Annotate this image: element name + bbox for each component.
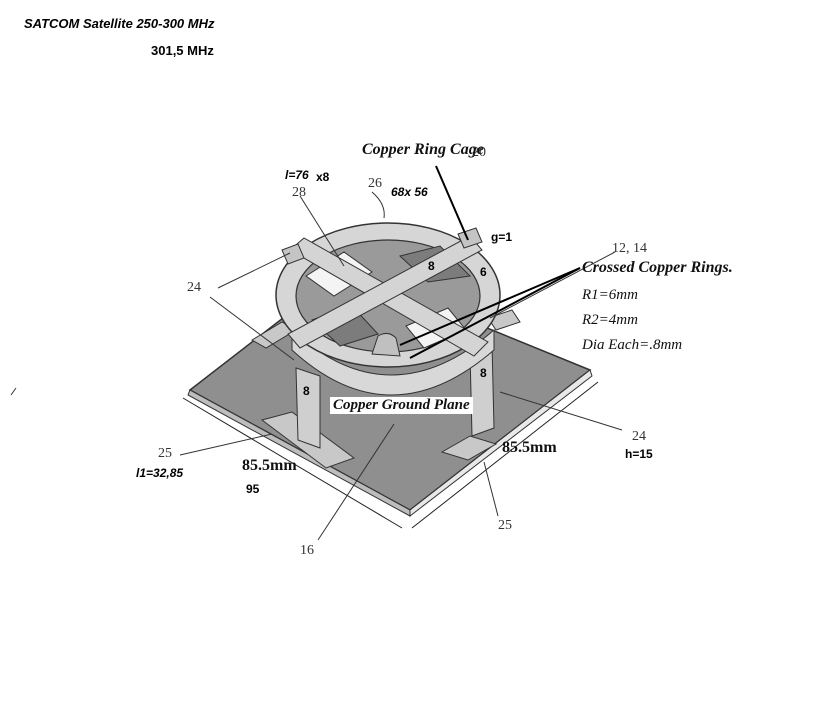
label-x8: x8 [316, 170, 330, 184]
label-h-15: h=15 [625, 447, 653, 461]
label-ref-25-left: 25 [158, 446, 172, 461]
leader-24-left-b [209, 296, 295, 361]
label-ref-16: 16 [300, 543, 314, 558]
leader-crossed-rings-1 [399, 267, 581, 346]
leader-24-right [499, 391, 623, 431]
label-dia-each: Dia Each=.8mm [582, 337, 683, 353]
label-num-8-top: 8 [428, 259, 435, 273]
label-dim-left: 85.5mm [242, 457, 297, 474]
label-num-8-right: 8 [480, 366, 487, 380]
leader-26 [371, 191, 385, 219]
foot-right-front [440, 435, 498, 461]
leader-25-right [483, 461, 499, 517]
leader-24-left-a [217, 252, 291, 289]
label-copper-ground-plane: Copper Ground Plane [330, 397, 473, 414]
label-r1: R1=6mm [582, 287, 638, 303]
leader-28 [299, 195, 345, 267]
label-num-8-left: 8 [303, 384, 310, 398]
label-g-1: g=1 [491, 230, 513, 244]
cage-tab-left [281, 243, 305, 265]
leg-left [295, 367, 321, 449]
leader-12-14 [489, 251, 616, 319]
label-68x56: 68x 56 [391, 185, 428, 199]
label-ref-25-right: 25 [498, 518, 512, 533]
label-r2: R2=4mm [582, 312, 638, 328]
label-num-6: 6 [480, 265, 487, 279]
label-l1: l1=32,85 [136, 466, 184, 480]
label-ref-24-right: 24 [632, 429, 646, 444]
label-ref-24-left: 24 [187, 280, 201, 295]
leader-16 [317, 423, 395, 541]
label-copper-ring-cage: Copper Ring Cage [362, 141, 484, 158]
leader-copper-ring-cage [435, 165, 469, 241]
leader-crossed-rings-2 [409, 267, 581, 359]
diagram-title: SATCOM Satellite 250-300 MHz [24, 16, 215, 31]
foot-right-back [487, 309, 521, 331]
label-ref-26: 26 [368, 176, 382, 191]
dimension-line-right [411, 381, 599, 529]
stray-mark [10, 387, 17, 396]
diagram-frequency: 301,5 MHz [151, 43, 214, 58]
label-ref-28: 28 [292, 185, 306, 200]
dimension-line-left [182, 397, 403, 529]
label-crossed-copper-rings: Crossed Copper Rings. [582, 259, 733, 276]
ring-band [291, 328, 495, 396]
label-dim-right: 85.5mm [502, 439, 557, 456]
center-feed [371, 332, 401, 357]
label-l-76: l=76 [285, 168, 309, 182]
label-ref-12-14: 12, 14 [612, 241, 647, 256]
label-num-95: 95 [246, 482, 260, 496]
leader-25-left [179, 433, 273, 456]
label-ref-20: 20 [472, 145, 486, 160]
